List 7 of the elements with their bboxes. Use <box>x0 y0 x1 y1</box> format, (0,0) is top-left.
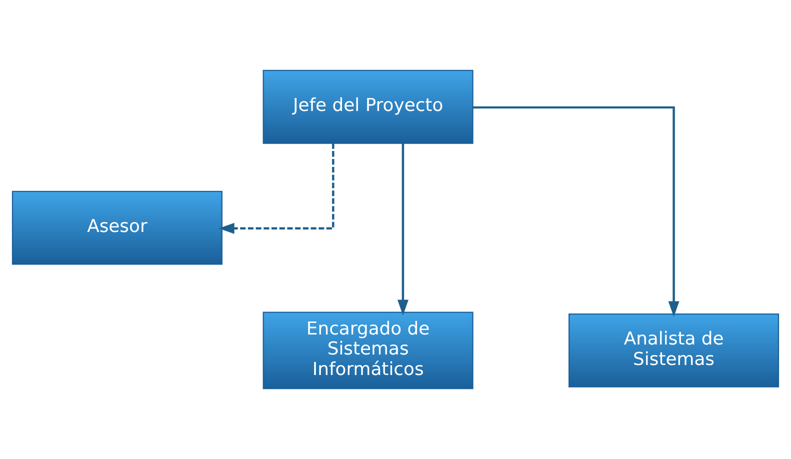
arrow <box>397 143 408 316</box>
node-box: Analista de Sistemas <box>568 314 780 388</box>
node-box: Jefe del Proyecto <box>262 70 474 144</box>
arrow <box>472 106 680 317</box>
node-box: Encargado de Sistemas Informáticos <box>262 312 474 390</box>
node-box: Asesor <box>12 190 222 265</box>
arrow <box>218 143 334 234</box>
